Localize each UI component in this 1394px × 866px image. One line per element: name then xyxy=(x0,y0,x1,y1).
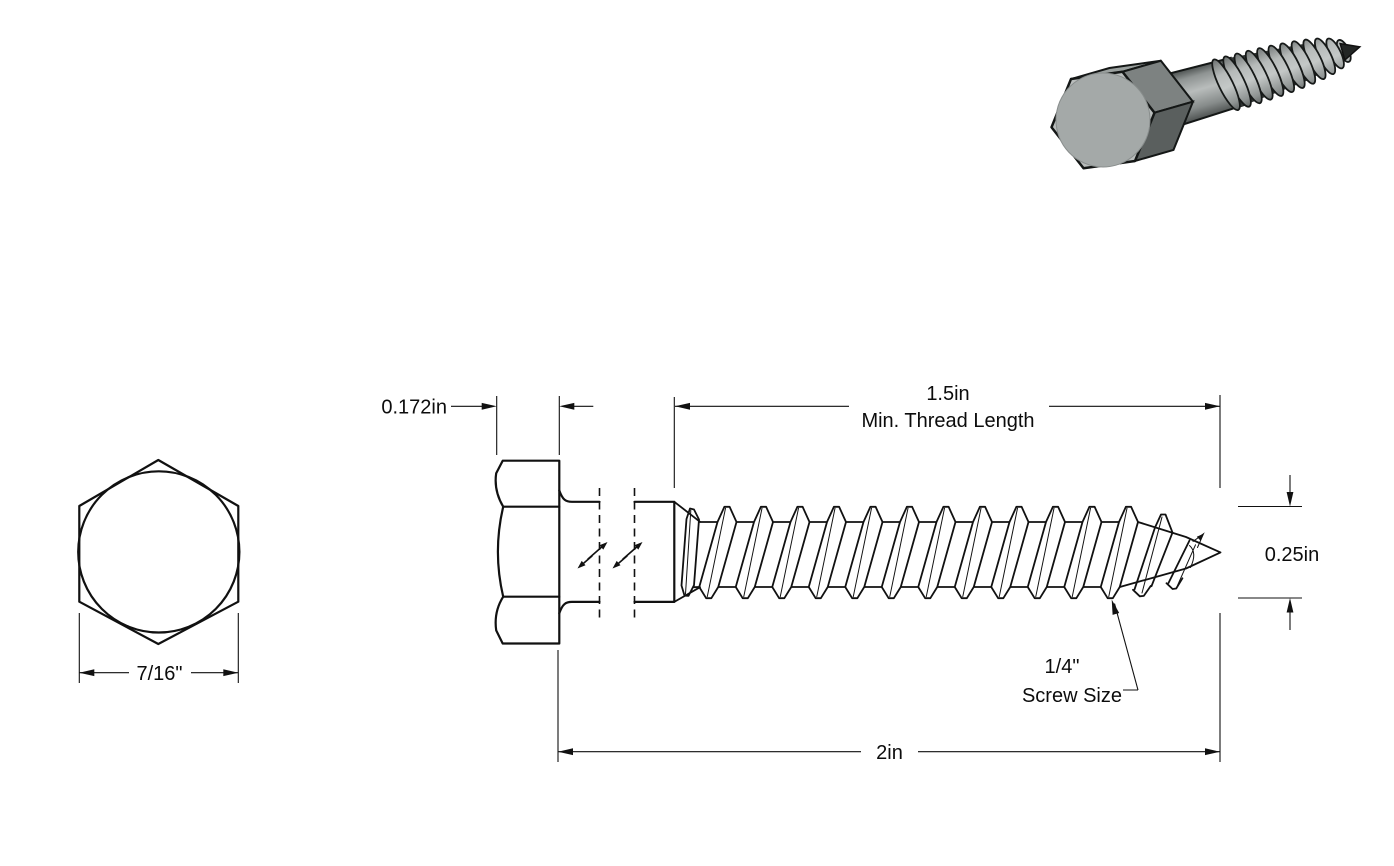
dim-diameter: 0.25in xyxy=(1238,475,1319,630)
break-line xyxy=(598,488,636,620)
head-circle xyxy=(77,470,241,634)
arrowhead xyxy=(675,402,690,410)
arrowhead xyxy=(1205,748,1220,756)
screw-shank xyxy=(558,489,676,615)
extension-line xyxy=(78,613,239,683)
arrowhead xyxy=(1286,598,1294,613)
break-mark xyxy=(577,542,608,569)
leader-line xyxy=(1113,603,1139,691)
head-facet-lines xyxy=(502,505,561,598)
render-hex-head xyxy=(1050,59,1195,170)
extension-line xyxy=(673,395,1221,488)
extension-line xyxy=(496,396,560,455)
arrowhead xyxy=(1286,492,1294,507)
thread-profile xyxy=(698,505,1139,600)
thread-runout-cone xyxy=(673,500,701,603)
head-chamfer-circle xyxy=(1055,72,1151,168)
render-tip xyxy=(1339,42,1362,62)
break-lines xyxy=(577,488,643,620)
arrowhead xyxy=(559,402,575,410)
arrowhead xyxy=(79,669,95,677)
side-view xyxy=(494,459,1222,645)
extension-line xyxy=(1238,505,1302,599)
dim-head-width: 7/16" xyxy=(78,613,239,685)
arrowhead xyxy=(1205,402,1220,410)
front-view: 7/16" xyxy=(77,458,241,685)
dim-head-height: 0.172in xyxy=(381,396,594,455)
dim-overall-length: 2in xyxy=(557,613,1221,764)
arrowhead xyxy=(223,669,239,677)
screw-tip xyxy=(1118,513,1222,598)
break-mark xyxy=(612,542,643,569)
screw-size-value: 1/4" xyxy=(1045,656,1080,678)
screw-size-caption: Screw Size xyxy=(1022,685,1122,707)
thread-lead-band xyxy=(680,507,701,597)
screw-head-outline xyxy=(494,459,561,645)
diameter-label: 0.25in xyxy=(1265,544,1320,566)
thread-region xyxy=(698,505,1139,600)
thread-length-caption: Min. Thread Length xyxy=(861,410,1034,432)
extension-line xyxy=(557,613,1221,762)
thread-length-value: 1.5in xyxy=(926,383,969,405)
arrowhead xyxy=(1111,599,1120,615)
arrowhead xyxy=(481,402,497,410)
overall-length-label: 2in xyxy=(876,742,903,764)
leader-screw-size: 1/4" Screw Size xyxy=(1022,599,1139,707)
screw-3d-render xyxy=(1050,37,1362,170)
head-width-label: 7/16" xyxy=(136,663,182,685)
dim-thread-length: 1.5in Min. Thread Length xyxy=(673,383,1221,488)
arrowhead xyxy=(558,748,573,756)
render-thread-bands xyxy=(1211,37,1352,111)
head-height-label: 0.172in xyxy=(381,397,447,419)
thread-helix-lines xyxy=(706,507,1128,598)
hex-outline xyxy=(78,458,240,646)
